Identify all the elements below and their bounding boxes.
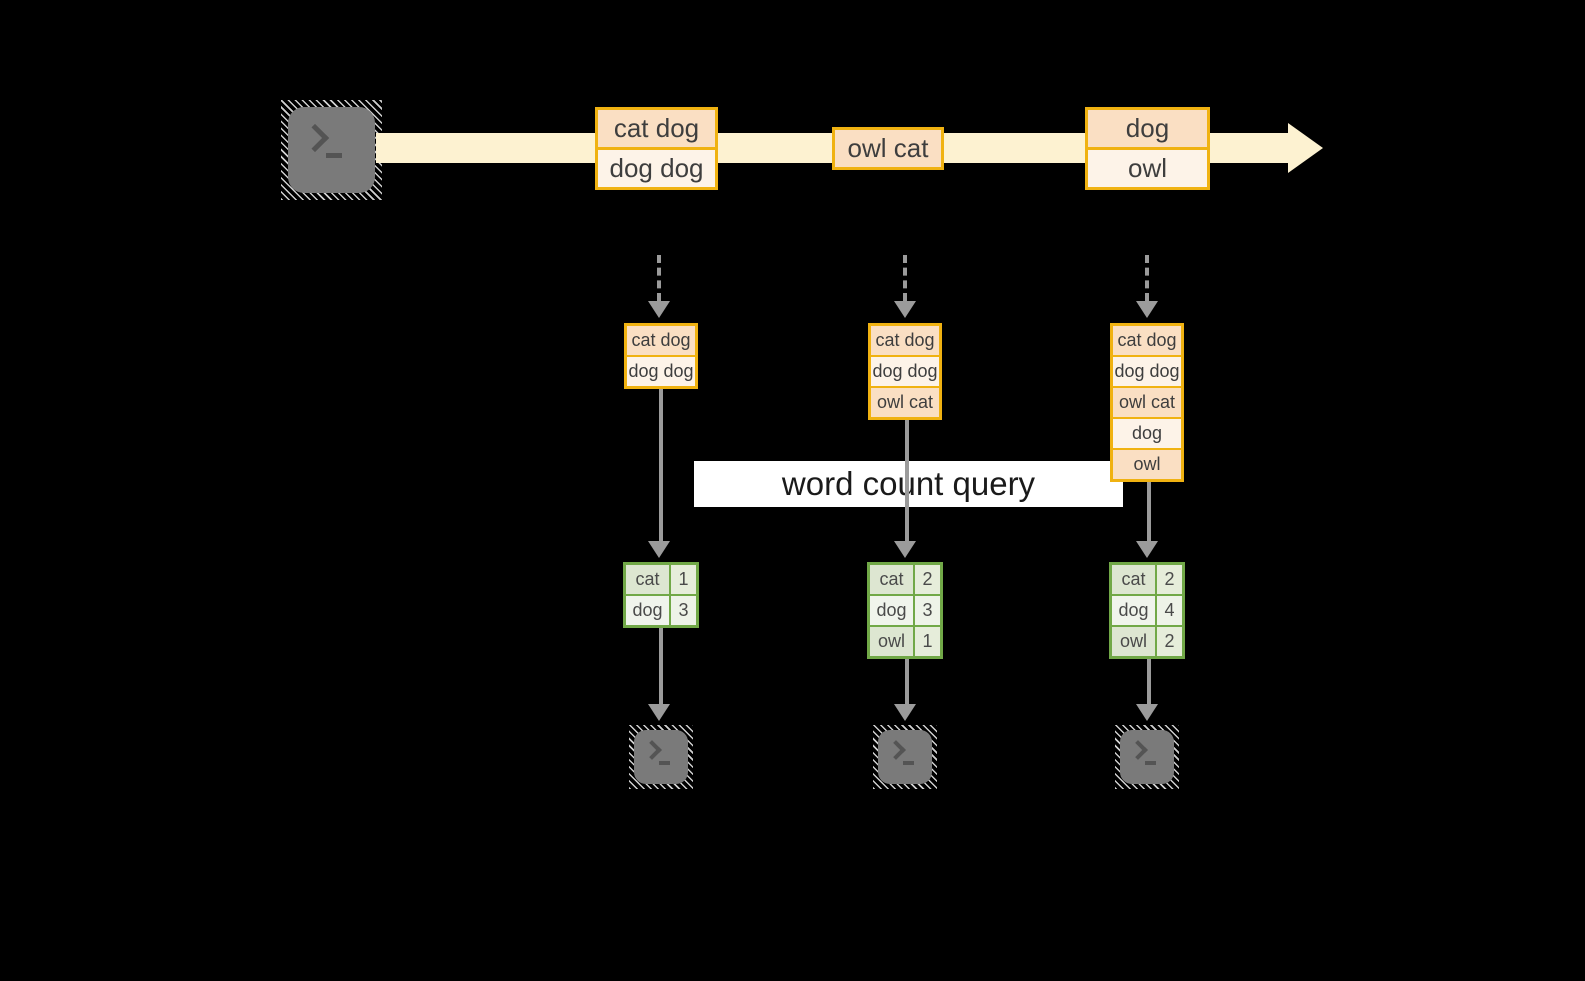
- count-cell: 2: [1157, 565, 1182, 594]
- stack-row: dog dog: [627, 355, 695, 386]
- word-cell: dog: [1112, 596, 1157, 625]
- table-row: dog 3: [870, 594, 940, 625]
- count-cell: 3: [915, 596, 940, 625]
- stack-row: owl cat: [871, 386, 939, 417]
- table-row: cat 1: [626, 565, 696, 594]
- prompt-chevron-icon: [1128, 740, 1148, 760]
- event-line: owl: [1088, 147, 1207, 187]
- stream-arrowhead-icon: [1288, 123, 1323, 173]
- word-count-table: cat 2 dog 3 owl 1: [867, 562, 943, 659]
- stack-row: cat dog: [1113, 326, 1181, 355]
- arrowhead-icon: [894, 301, 916, 318]
- arrowhead-icon: [1136, 541, 1158, 558]
- terminal-icon: [629, 725, 693, 789]
- arrow-line: [659, 628, 663, 704]
- terminal-icon: [1115, 725, 1179, 789]
- count-cell: 2: [1157, 627, 1182, 656]
- table-row: owl 1: [870, 625, 940, 656]
- prompt-chevron-icon: [886, 740, 906, 760]
- stack-row: dog dog: [1113, 355, 1181, 386]
- stream-event-box: cat dog dog dog: [595, 107, 718, 190]
- table-row: cat 2: [870, 565, 940, 594]
- terminal-body: [634, 730, 688, 784]
- event-line: cat dog: [598, 110, 715, 147]
- count-cell: 3: [671, 596, 696, 625]
- prompt-chevron-icon: [642, 740, 662, 760]
- stack-row: dog: [1113, 417, 1181, 448]
- dashed-arrow: [657, 255, 661, 301]
- word-cell: dog: [626, 596, 671, 625]
- stack-row: owl: [1113, 448, 1181, 479]
- event-line: owl cat: [835, 130, 941, 167]
- prompt-cursor-icon: [659, 761, 670, 765]
- terminal-body: [1120, 730, 1174, 784]
- table-row: cat 2: [1112, 565, 1182, 594]
- table-row: dog 3: [626, 594, 696, 625]
- record-stack: cat dog dog dog owl cat: [868, 323, 942, 420]
- stream-event-box: dog owl: [1085, 107, 1210, 190]
- word-count-table: cat 1 dog 3: [623, 562, 699, 628]
- word-cell: owl: [870, 627, 915, 656]
- word-count-table: cat 2 dog 4 owl 2: [1109, 562, 1185, 659]
- arrowhead-icon: [1136, 704, 1158, 721]
- arrowhead-icon: [894, 541, 916, 558]
- arrow-line: [1147, 482, 1151, 541]
- stack-row: owl cat: [1113, 386, 1181, 417]
- terminal-body: [878, 730, 932, 784]
- dashed-arrow: [903, 255, 907, 301]
- arrow-line: [905, 420, 909, 541]
- stack-row: cat dog: [871, 326, 939, 355]
- record-stack: cat dog dog dog owl cat dog owl: [1110, 323, 1184, 482]
- record-stack: cat dog dog dog: [624, 323, 698, 389]
- prompt-cursor-icon: [1145, 761, 1156, 765]
- terminal-body: [288, 107, 375, 193]
- count-cell: 4: [1157, 596, 1182, 625]
- table-row: owl 2: [1112, 625, 1182, 656]
- event-line: dog: [1088, 110, 1207, 147]
- stack-row: cat dog: [627, 326, 695, 355]
- arrowhead-icon: [648, 704, 670, 721]
- count-cell: 2: [915, 565, 940, 594]
- word-cell: dog: [870, 596, 915, 625]
- stream-event-box: owl cat: [832, 127, 944, 170]
- arrow-line: [905, 659, 909, 704]
- word-cell: cat: [1112, 565, 1157, 594]
- terminal-icon: [281, 100, 382, 200]
- arrow-line: [659, 389, 663, 541]
- count-cell: 1: [915, 627, 940, 656]
- word-cell: owl: [1112, 627, 1157, 656]
- prompt-cursor-icon: [326, 153, 342, 158]
- table-row: dog 4: [1112, 594, 1182, 625]
- word-cell: cat: [626, 565, 671, 594]
- terminal-icon: [873, 725, 937, 789]
- arrowhead-icon: [648, 301, 670, 318]
- stack-row: dog dog: [871, 355, 939, 386]
- word-cell: cat: [870, 565, 915, 594]
- arrow-line: [1147, 659, 1151, 704]
- arrowhead-icon: [1136, 301, 1158, 318]
- dashed-arrow: [1145, 255, 1149, 301]
- prompt-chevron-icon: [300, 123, 330, 153]
- event-line: dog dog: [598, 147, 715, 187]
- arrowhead-icon: [648, 541, 670, 558]
- count-cell: 1: [671, 565, 696, 594]
- arrowhead-icon: [894, 704, 916, 721]
- prompt-cursor-icon: [903, 761, 914, 765]
